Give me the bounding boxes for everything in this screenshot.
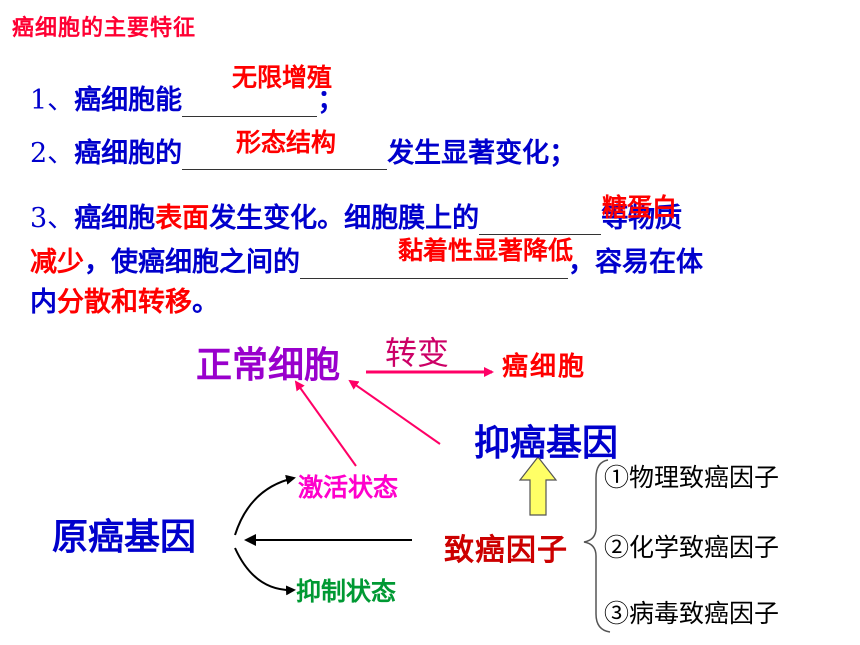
point-3-emph-spread: 分散和转移 (57, 287, 192, 318)
activation-arrow (294, 380, 357, 467)
tumor-suppressor-gene-label: 抑癌基因 (474, 423, 619, 464)
page-title: 癌细胞的主要特征 (12, 16, 197, 41)
point-1-text: 癌细胞能 (74, 85, 183, 116)
curve-to-suppressed (234, 547, 296, 596)
point-3-text-a: 癌细胞 (74, 203, 156, 234)
factor-physical: ①物理致癌因子 (604, 463, 780, 492)
point-2-blank (182, 141, 388, 170)
point-3-number: 3、 (30, 203, 75, 234)
factor-viral: ③病毒致癌因子 (604, 599, 780, 628)
point-3-text-g: 。 (192, 287, 219, 318)
point-3-text-f: 内 (30, 287, 57, 318)
curve-to-activated (234, 474, 296, 536)
answer-3b: 黏着性显著降低 (398, 236, 574, 265)
answer-2: 形态结构 (236, 128, 337, 157)
point-1-number: 1、 (30, 85, 75, 116)
point-3-emph-surface: 表面 (155, 203, 210, 234)
point-1: 1、癌细胞能 ； (30, 78, 344, 117)
yellow-up-arrow (518, 456, 558, 516)
point-2-text: 癌细胞的 (74, 138, 183, 169)
point-3-text-b: 发生变化。细胞膜上的 (209, 203, 480, 234)
point-2: 2、癌细胞的 发生显著变化； (30, 131, 576, 170)
point-2-number: 2、 (30, 138, 75, 169)
point-3-text-d: ，使癌细胞之间的 (84, 247, 300, 278)
point-2-end: 发生显著变化； (387, 138, 577, 169)
cancer-cell-label: 癌细胞 (502, 352, 587, 382)
answer-1: 无限增殖 (232, 63, 333, 92)
point-3-blank-2 (300, 250, 568, 279)
point-3-text-c: 等物质 (601, 203, 683, 234)
factor-brace (583, 459, 611, 633)
carcinogen-label: 致癌因子 (444, 533, 568, 568)
point-3-emph-decrease: 减少 (30, 247, 84, 278)
proto-oncogene-label: 原癌基因 (52, 517, 197, 558)
suppressor-arrow (348, 379, 441, 445)
point-3-line-2: 减少，使癌细胞之间的 ，容易在体 (30, 240, 703, 279)
point-3-blank-1 (479, 206, 602, 235)
point-3-text-e: ，容易在体 (568, 247, 703, 278)
point-1-blank (182, 88, 318, 117)
point-1-end: ； (317, 85, 345, 116)
normal-cell-label: 正常细胞 (196, 345, 341, 386)
point-3-line-1: 3、癌细胞表面发生变化。细胞膜上的 等物质 (30, 196, 682, 235)
activated-state-label: 激活状态 (298, 473, 399, 502)
answer-3a: 糖蛋白 (602, 193, 678, 222)
suppressed-state-label: 抑制状态 (296, 577, 397, 606)
transform-label: 转变 (385, 334, 450, 372)
factor-chemical: ②化学致癌因子 (604, 533, 780, 562)
point-3-line-3: 内分散和转移。 (30, 280, 219, 319)
